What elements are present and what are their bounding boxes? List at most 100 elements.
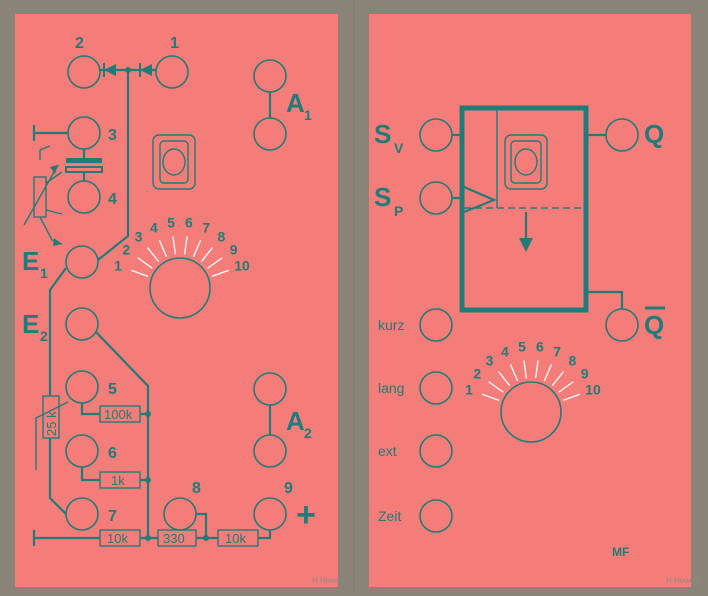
label-sv-sub: V — [394, 140, 404, 156]
lamp-icon-right — [504, 134, 548, 190]
dial-left-scale-label: 10 — [234, 257, 250, 273]
label-jack-3: 3 — [108, 127, 117, 144]
jack-2[interactable] — [67, 55, 101, 89]
dial-right-knob[interactable] — [500, 381, 562, 443]
capacitor-icon — [65, 149, 103, 181]
dial-right-scale-label: 8 — [569, 353, 577, 369]
label-kurz: kurz — [378, 317, 404, 333]
resistor-25k-label: 25 k — [44, 411, 59, 436]
dial-right-scale-label: 9 — [581, 366, 589, 382]
resistor-1k-label: 1k — [111, 473, 125, 488]
dial-right-scale-label: 4 — [501, 343, 509, 359]
dial-left-tick — [183, 236, 188, 255]
jack-zeit[interactable] — [419, 499, 453, 533]
dial-left-scale-label: 9 — [230, 242, 238, 258]
wire-jack3-ground — [32, 125, 68, 141]
label-qbar: Q — [644, 310, 664, 340]
wire-ground-rail — [32, 530, 100, 546]
jack-1[interactable] — [155, 55, 189, 89]
label-e2-sub: 2 — [40, 328, 48, 344]
label-jack-6: 6 — [108, 445, 117, 462]
dial-right-scale-label: 6 — [536, 339, 544, 355]
label-a1: A — [286, 88, 305, 118]
label-jack-5: 5 — [108, 381, 117, 398]
dial-left-tick — [207, 257, 223, 269]
dial-left-scale-label: 8 — [218, 229, 226, 245]
resistor-10k-left-label: 10k — [107, 531, 128, 546]
credit-right: H.Howey — [666, 576, 698, 585]
dial-right-scale-label: 10 — [585, 381, 601, 397]
wire-jack9 — [258, 530, 272, 540]
label-jack-2: 2 — [75, 35, 84, 52]
label-q: Q — [644, 119, 664, 149]
label-jack-8: 8 — [192, 480, 201, 497]
variable-resistor-icon — [23, 145, 63, 246]
dial-right-tick — [523, 360, 528, 379]
wire-diode-e1 — [97, 70, 130, 261]
label-sp-sub: P — [394, 203, 403, 219]
dial-right-tick — [551, 371, 565, 386]
wire-jack8 — [196, 512, 208, 538]
dial-left-tick — [192, 239, 202, 258]
label-sv: S — [374, 119, 391, 149]
jack-kurz[interactable] — [419, 308, 453, 342]
jack-e1[interactable] — [65, 245, 99, 279]
resistor-100k-label: 100k — [104, 407, 133, 422]
dial-right-tick — [543, 363, 553, 382]
label-e1: E — [22, 246, 39, 276]
lamp-icon — [152, 134, 196, 190]
label-e1-sub: 1 — [40, 265, 48, 281]
wire-pot-arrow — [35, 401, 69, 470]
dial-right-tick — [481, 393, 500, 401]
wire-jack6 — [80, 467, 100, 482]
label-jack-1: 1 — [170, 35, 179, 52]
label-zeit: Zeit — [378, 508, 401, 524]
dial-left-tick — [130, 269, 149, 277]
dial-right-scale-label: 1 — [465, 381, 473, 397]
dial-left-tick — [137, 257, 153, 269]
label-a2-sub: 2 — [304, 425, 312, 441]
dial-left-tick — [200, 247, 214, 262]
dial-left-scale-label: 7 — [202, 219, 210, 235]
dial-left-knob[interactable] — [149, 257, 211, 319]
dial-right-scale-label: 2 — [473, 366, 481, 382]
label-jack-7: 7 — [108, 508, 117, 525]
wire-e2-bus — [95, 331, 150, 538]
label-sp: S — [374, 182, 391, 212]
label-jack-9: 9 — [284, 480, 293, 497]
dial-left-scale-label: 1 — [114, 257, 122, 273]
dial-right-scale-label: 5 — [518, 339, 526, 355]
dial-left-tick — [146, 247, 160, 262]
resistor-330-label: 330 — [163, 531, 185, 546]
label-e2: E — [22, 309, 39, 339]
dial-right-tick — [488, 381, 504, 393]
jack-lang[interactable] — [419, 371, 453, 405]
jack-e2[interactable] — [65, 307, 99, 341]
dial-right-tick — [558, 381, 574, 393]
label-lang: lang — [378, 380, 404, 396]
dial-left-tick — [172, 236, 177, 255]
dial-left-tick — [211, 269, 230, 277]
label-jack-4: 4 — [108, 191, 117, 208]
node-100k — [145, 411, 151, 417]
dial-left-scale-label: 4 — [150, 219, 158, 235]
left-panel — [15, 14, 338, 587]
dial-left-tick — [158, 239, 168, 258]
resistor-10k-right-label: 10k — [225, 531, 246, 546]
label-plus: + — [296, 496, 316, 534]
dial-right-scale-label: 7 — [553, 343, 561, 359]
node-1k — [145, 477, 151, 483]
dial-left-scale-label: 5 — [167, 215, 175, 231]
dial-right-tick — [509, 363, 519, 382]
dial-right-scale-label: 3 — [486, 353, 494, 369]
jack-ext[interactable] — [419, 434, 453, 468]
dial-left-scale-label: 3 — [135, 229, 143, 245]
dial-right-tick — [497, 371, 511, 386]
dial-right-tick — [534, 360, 539, 379]
monoflop-block — [452, 105, 624, 313]
label-ext: ext — [378, 443, 397, 459]
label-a2: A — [286, 406, 305, 436]
